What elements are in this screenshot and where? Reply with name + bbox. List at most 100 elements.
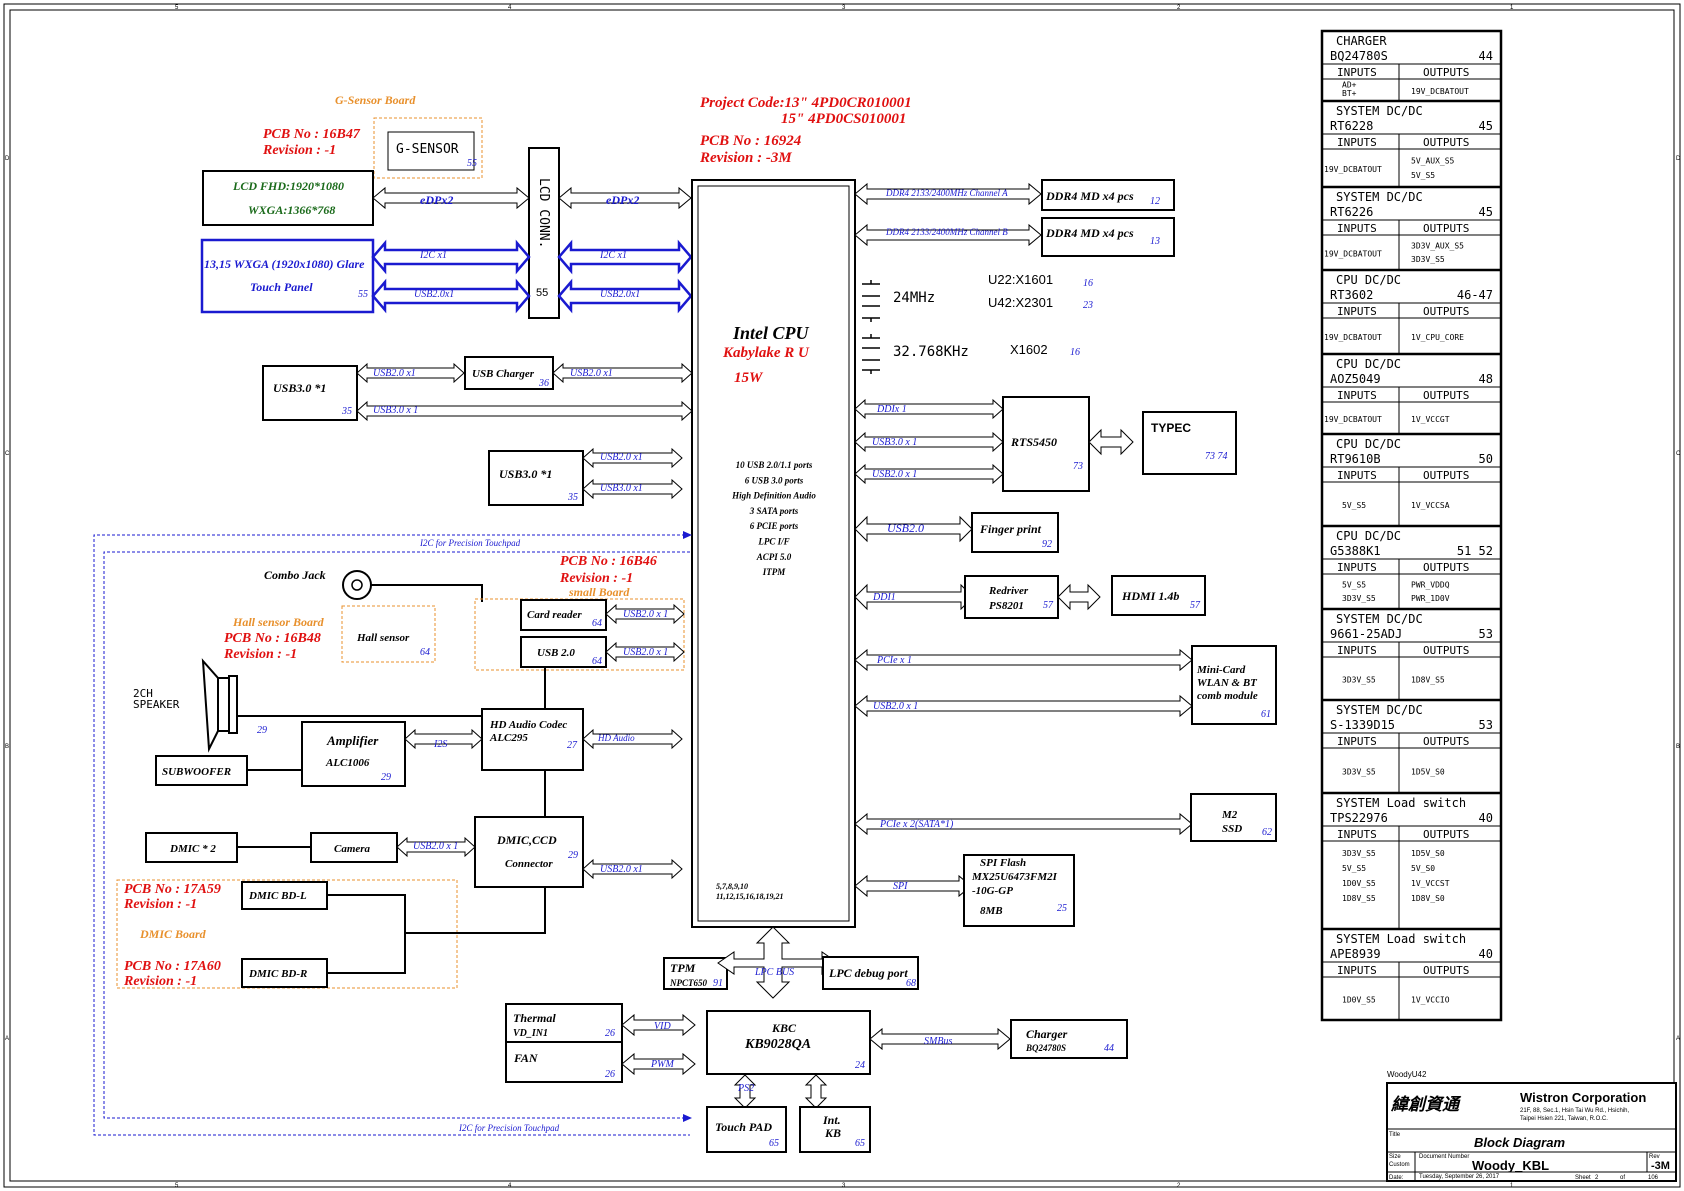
power-block-outputs-header: OUTPUTS (1423, 735, 1469, 748)
border-row-right: A (1676, 1036, 1680, 1042)
gsensor-board-label: G-Sensor Board (335, 93, 416, 107)
power-block-input: 3D3V_S5 (1342, 594, 1376, 603)
minicard-box (1191, 645, 1277, 725)
spi-arrow (854, 874, 972, 898)
card-reader-box (520, 599, 607, 631)
i2c-label-left: I2C x1 (419, 250, 447, 261)
charger-bus: SMBus (924, 1036, 952, 1047)
power-block-inputs-header: INPUTS (1337, 222, 1377, 235)
typec-arrow (1088, 428, 1134, 456)
power-block-page: 46-47 (1457, 288, 1493, 302)
border-row-right: C (1676, 451, 1681, 457)
power-block-input: 1D8V_S5 (1342, 894, 1376, 903)
usb-charger-pin: 36 (538, 378, 549, 389)
usb3a-usb3-label: USB3.0 x 1 (373, 405, 418, 416)
border-row-right: B (1676, 744, 1680, 750)
power-block-inputs-header: INPUTS (1337, 644, 1377, 657)
amp-bus: I2S (433, 739, 447, 750)
power-block-page: 40 (1479, 811, 1493, 825)
cpu-feature: ITPM (762, 567, 786, 577)
power-block-page: 45 (1479, 205, 1493, 219)
intkb-box (799, 1106, 871, 1153)
power-block-outputs-header: OUTPUTS (1423, 66, 1469, 79)
dmicccd-arrow (582, 858, 683, 880)
minicard-usb-label: USB2.0 x 1 (873, 701, 918, 712)
power-block-output: 1D5V_S0 (1411, 768, 1445, 777)
touchpad-label: Touch PAD (715, 1120, 772, 1134)
clock-x1602-pin: 16 (1070, 347, 1080, 358)
speaker-line2: SPEAKER (133, 698, 180, 711)
edp-label-left: eDPx2 (420, 193, 453, 207)
redriver-bus: DDI1 (872, 592, 896, 603)
usb2-arrow (605, 641, 685, 663)
edp-label-right: eDPx2 (606, 193, 639, 207)
minicard-pin: 61 (1261, 709, 1271, 720)
touch-panel-line2: Touch Panel (250, 280, 313, 294)
intkb-pin: 65 (855, 1138, 865, 1149)
clock-x1602: X1602 (1010, 342, 1048, 357)
ps2-arrow-kb (804, 1074, 828, 1109)
titleblock-docnum: Woody_KBL (1472, 1158, 1549, 1173)
power-block-input: 19V_DCBATOUT (1324, 333, 1382, 342)
i2c-touchpad-bottom: I2C for Precision Touchpad (458, 1123, 560, 1133)
crystal-24mhz-icon (862, 280, 880, 322)
redriver-line1: Redriver (988, 585, 1029, 597)
usb3b-usb3-arrow (582, 478, 683, 500)
power-block-outputs-header: OUTPUTS (1423, 389, 1469, 402)
power-block-outputs-header: OUTPUTS (1423, 644, 1469, 657)
power-block-input: 5V_S5 (1342, 501, 1366, 510)
border-row-left: D (5, 156, 10, 162)
border-row-right: D (1676, 156, 1681, 162)
rts-box (1002, 396, 1090, 492)
ddr-a-label: DDR4 MD x4 pcs (1045, 189, 1134, 203)
titleblock-sheet: 2 (1595, 1175, 1599, 1181)
lpc-debug-pin: 68 (906, 978, 916, 989)
power-block-output: 1V_VCCIO (1411, 996, 1450, 1005)
small-board-rev: Revision : -1 (559, 571, 633, 586)
power-block-output: PWR_VDDQ (1411, 580, 1450, 589)
border-row-left: B (5, 744, 9, 750)
titleblock-frame (1386, 1082, 1677, 1182)
clock-24mhz: 24MHz (893, 290, 935, 306)
small-board-name: small Board (568, 585, 630, 599)
gsensor-pin: 55 (467, 158, 477, 169)
finger-bus: USB2.0 (887, 521, 924, 535)
usb3b-usb2-arrow (582, 447, 683, 469)
charger-line2: BQ24780S (1025, 1043, 1066, 1053)
border-row-left: A (5, 1036, 9, 1042)
usb-arrow-left (371, 278, 531, 314)
power-block-input: 1D0V_S5 (1342, 996, 1376, 1005)
minicard-line3: comb module (1197, 690, 1258, 702)
power-block-input: 3D3V_S5 (1342, 849, 1376, 858)
usb-charger-arrow (552, 362, 693, 384)
power-block-page: 53 (1479, 627, 1493, 641)
power-block-outputs-header: OUTPUTS (1423, 828, 1469, 841)
border-col-bottom: 2 (1177, 1183, 1181, 1189)
m2-line2: SSD (1222, 823, 1242, 835)
border-col-top: 1 (1510, 5, 1514, 11)
spi-line3: -10G-GP (972, 885, 1013, 897)
redriver-line2: PS8201 (989, 600, 1024, 612)
dmicccd-line2: Connector (505, 858, 553, 870)
ddr-b-label: DDR4 MD x4 pcs (1045, 226, 1134, 240)
finger-pin: 92 (1042, 539, 1052, 550)
power-block-chip: AOZ5049 (1330, 372, 1381, 386)
border-col-bottom: 5 (175, 1183, 179, 1189)
power-block-chip: APE8939 (1330, 947, 1381, 961)
power-block-page: 40 (1479, 947, 1493, 961)
ddr-a-pin: 12 (1150, 196, 1160, 207)
fan-arrow (621, 1052, 696, 1076)
usb3b-pin: 35 (567, 492, 578, 503)
gsensor-box (387, 131, 475, 171)
typec-box (1142, 411, 1237, 475)
amp-pin: 29 (381, 772, 391, 783)
finger-box (971, 512, 1059, 553)
codec-line1: HD Audio Codec (489, 719, 567, 731)
power-block-title: SYSTEM DC/DC (1336, 104, 1423, 118)
